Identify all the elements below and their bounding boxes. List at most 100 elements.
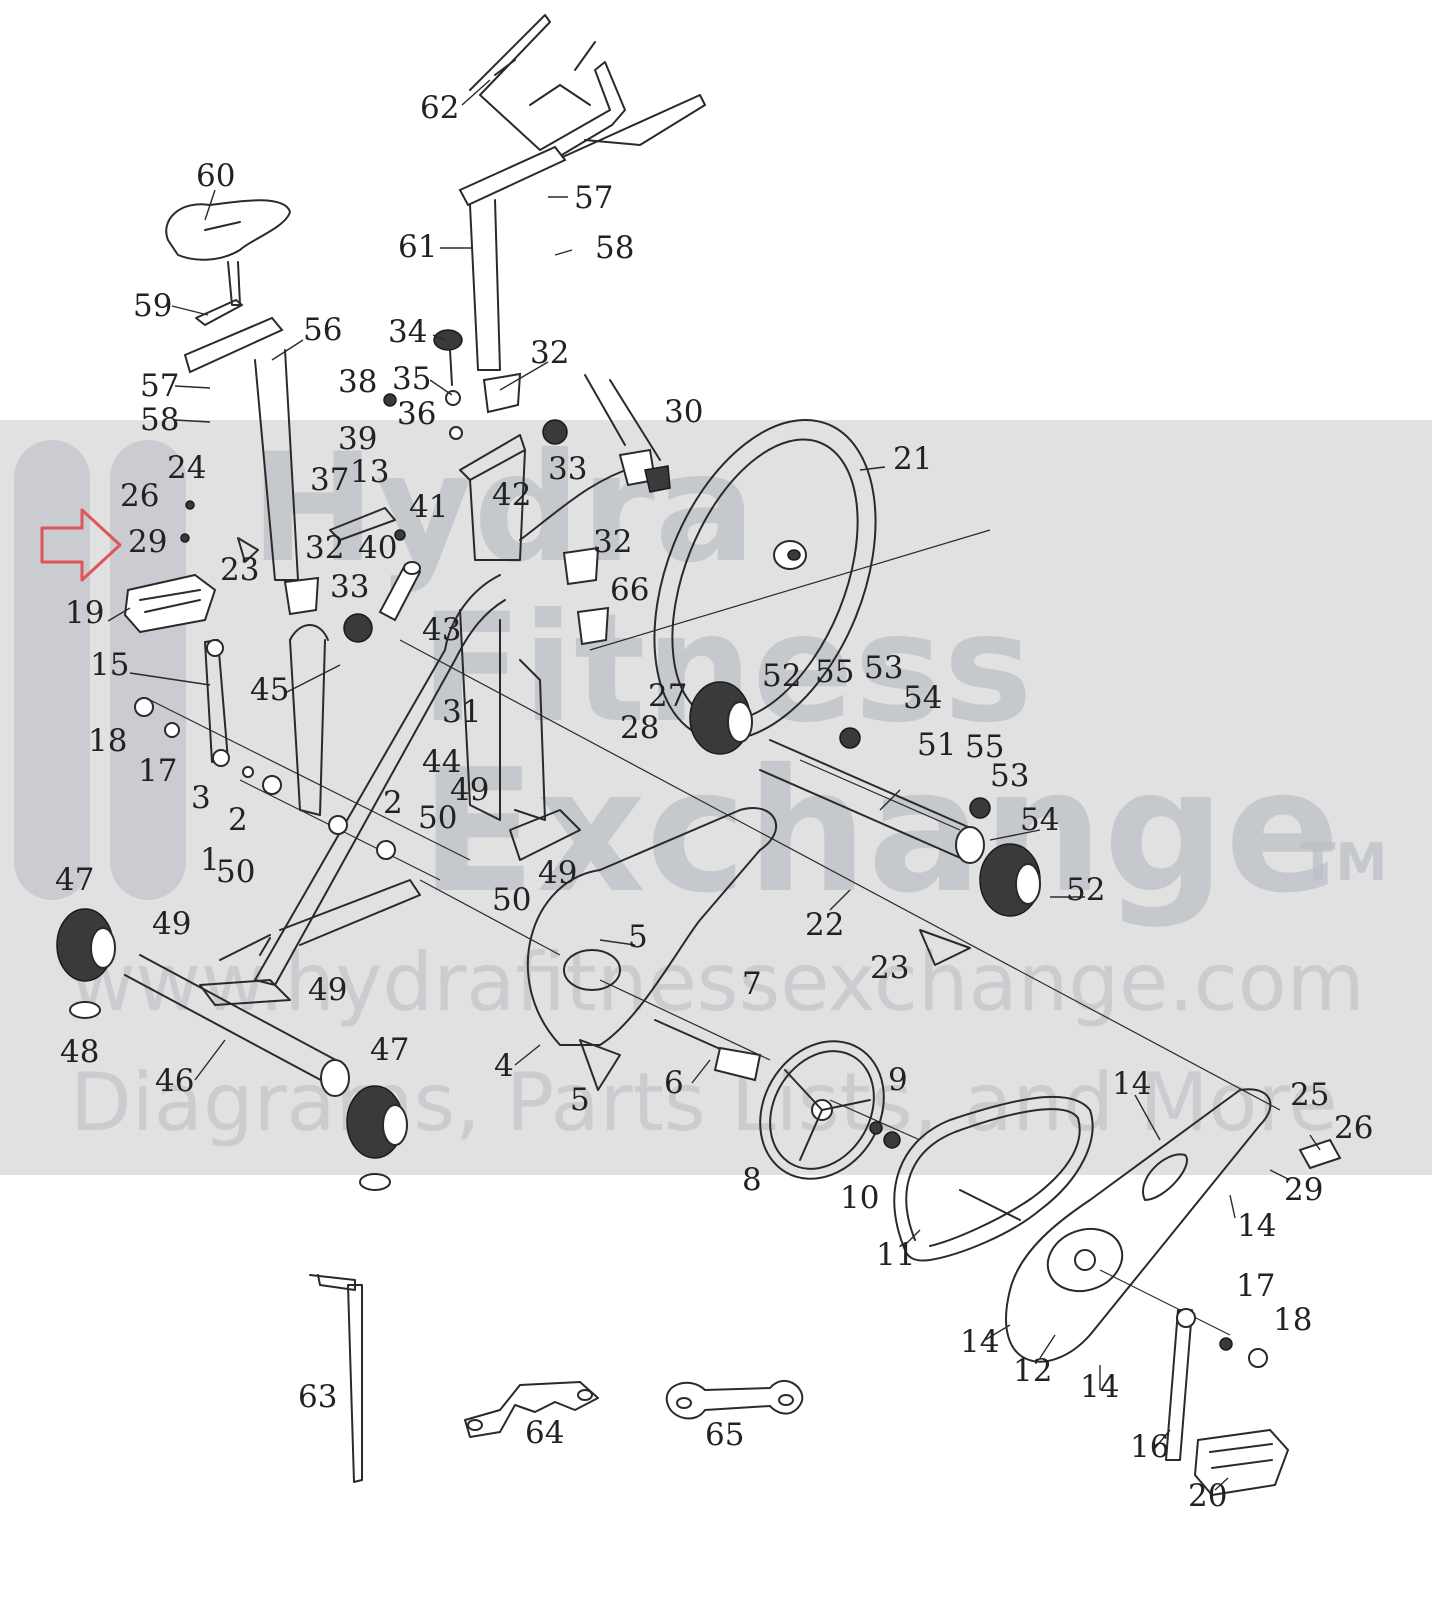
hex-key-63 (309, 1274, 363, 1483)
part-label: 43 (422, 612, 461, 648)
part-label: 33 (330, 569, 369, 605)
part-label: 45 (250, 672, 289, 708)
watermark-logo-bar (14, 440, 90, 900)
pedal-19 (123, 573, 217, 634)
part-label: 58 (595, 230, 634, 266)
part-label: 57 (140, 368, 179, 404)
belt-11 (893, 1095, 1094, 1262)
part-label: 39 (338, 421, 377, 457)
chain-guard-12 (959, 1088, 1272, 1363)
part-label: 50 (492, 882, 531, 918)
part-label: 8 (742, 1162, 762, 1198)
small-triangles (219, 537, 971, 1091)
part-label: 13 (350, 454, 389, 490)
part-label: 1 (200, 842, 220, 878)
part-label: 14 (1237, 1208, 1276, 1244)
part-label: 52 (762, 658, 801, 694)
part-label: 32 (530, 335, 569, 371)
bottle-43 (378, 561, 422, 622)
part-label: 5 (570, 1082, 590, 1118)
pulley-8 (759, 1040, 885, 1180)
wrench-64 (464, 1381, 599, 1438)
crank-15 (204, 639, 230, 767)
watermark-brand-line3: Exchange (420, 733, 1340, 931)
part-label: 51 (917, 727, 956, 763)
stabilizer-front-46 (124, 954, 350, 1097)
part-label: 57 (574, 180, 613, 216)
part-label: 55 (815, 654, 854, 690)
handlebar-post-61 (458, 145, 567, 371)
part-label: 11 (876, 1237, 915, 1273)
part-label: 46 (155, 1063, 194, 1099)
part-label: 65 (705, 1417, 744, 1453)
part-label: 5 (628, 919, 648, 955)
part-label: 35 (392, 361, 431, 397)
tension-cable-30 (584, 374, 671, 493)
watermark-brand-line1: Hydra (250, 422, 756, 596)
part-label: 40 (358, 530, 397, 566)
part-label: 54 (1020, 802, 1059, 838)
part-label: 3 (191, 780, 211, 816)
part-label: 14 (1080, 1369, 1119, 1405)
adjuster-33 (343, 419, 568, 643)
part-label: 36 (397, 396, 436, 432)
part-label: 22 (805, 907, 844, 943)
hardware-17-18-right (1219, 1337, 1268, 1368)
part-label: 31 (442, 694, 481, 730)
part-label: 41 (409, 489, 448, 525)
watermark-logo-bar (110, 440, 186, 900)
part-label: 10 (840, 1180, 879, 1216)
bracket-37 (329, 507, 396, 541)
part-label: 15 (90, 647, 129, 683)
part-label: 59 (133, 288, 172, 324)
part-label: 2 (228, 802, 248, 838)
part-label: 30 (664, 394, 703, 430)
part-label: 37 (310, 462, 349, 498)
part-label: 32 (305, 530, 344, 566)
part-number-labels: 62 60 57 58 61 59 56 34 32 57 38 35 58 3… (55, 90, 1373, 1514)
part-label: 54 (903, 680, 942, 716)
part-label: 58 (140, 402, 179, 438)
part-label: 63 (298, 1379, 337, 1415)
part-label: 52 (1066, 872, 1105, 908)
leader-lines (107, 79, 1321, 1491)
end-caps-47 (56, 908, 408, 1191)
part-label: 24 (167, 450, 206, 486)
washers-9-10 (869, 1121, 901, 1149)
part-label: 28 (620, 710, 659, 746)
part-label: 47 (370, 1032, 409, 1068)
wrench-65 (665, 1380, 804, 1420)
part-label: 44 (422, 744, 461, 780)
part-label: 23 (220, 552, 259, 588)
bushing-32 (283, 372, 610, 646)
part-label: 19 (65, 595, 104, 631)
part-label: 34 (388, 314, 427, 350)
part-label: 49 (538, 855, 577, 891)
part-label: 14 (960, 1324, 999, 1360)
small-hardware (134, 393, 406, 860)
watermark-band (0, 420, 1432, 1175)
part-label: 55 (965, 729, 1004, 765)
part-label: 66 (610, 572, 649, 608)
part-label: 18 (1273, 1302, 1312, 1338)
part-label: 4 (494, 1048, 514, 1084)
part-label: 7 (742, 966, 762, 1002)
part-label: 42 (492, 477, 531, 513)
part-label: 48 (60, 1034, 99, 1070)
part-label: 32 (593, 524, 632, 560)
chain-guard-inner-4 (526, 807, 778, 1046)
part-label: 27 (648, 678, 687, 714)
part-label: 21 (893, 441, 932, 477)
part-label: 61 (398, 229, 437, 265)
levelers-53 (839, 727, 991, 819)
part-label: 17 (138, 753, 177, 789)
part-label: 62 (420, 90, 459, 126)
pedal-20 (1193, 1428, 1290, 1497)
seat-slider-59 (195, 299, 243, 326)
crank-16 (1165, 1308, 1196, 1461)
stabilizer-rear-51 (759, 739, 985, 864)
part-label: 38 (338, 364, 377, 400)
part-label: 49 (152, 906, 191, 942)
part-label: 2 (383, 785, 403, 821)
